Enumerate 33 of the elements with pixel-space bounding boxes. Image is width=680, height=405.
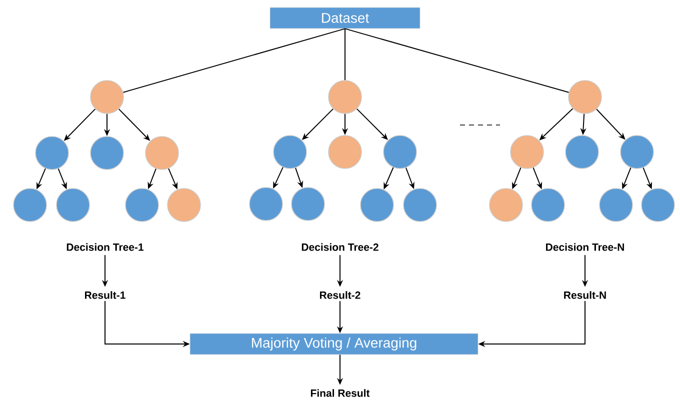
text-label: Decision Tree-1 (66, 243, 144, 251)
text-label: Decision Tree-2 (302, 243, 378, 251)
text-label: Result-N (564, 291, 606, 299)
tree-node-circle (360, 188, 394, 222)
tree-node-circle (35, 136, 69, 170)
tree-node-circle (565, 135, 599, 169)
tree-node-circle (56, 188, 90, 222)
text-label: Decision Tree-N (546, 243, 624, 251)
process-box: Dataset (270, 7, 420, 29)
tree-node-circle (125, 188, 159, 222)
tree-node-circle (328, 135, 362, 169)
tree-node-circle (531, 188, 565, 222)
tree-node-circle (273, 135, 307, 169)
text-label: Result-2 (320, 291, 360, 299)
tree-node-circle (249, 187, 283, 221)
process-box: Majority Voting / Averaging (190, 333, 478, 355)
tree-node-circle (167, 188, 201, 222)
tree-node-circle (383, 135, 417, 169)
tree-node-circle (291, 187, 325, 221)
tree-node-circle (328, 80, 362, 114)
text-label: Result-1 (85, 291, 126, 299)
text-label: Final Result (310, 389, 370, 397)
tree-node-circle (510, 135, 544, 169)
tree-node-circle (641, 188, 675, 222)
tree-node-circle (90, 80, 124, 114)
tree-node-circle (568, 80, 602, 114)
tree-node-circle (403, 188, 437, 222)
tree-node-circle (90, 136, 124, 170)
tree-node-circle (599, 188, 633, 222)
tree-node-circle (13, 188, 47, 222)
tree-node-circle (489, 188, 523, 222)
tree-node-circle (145, 136, 179, 170)
tree-node-circle (620, 135, 654, 169)
